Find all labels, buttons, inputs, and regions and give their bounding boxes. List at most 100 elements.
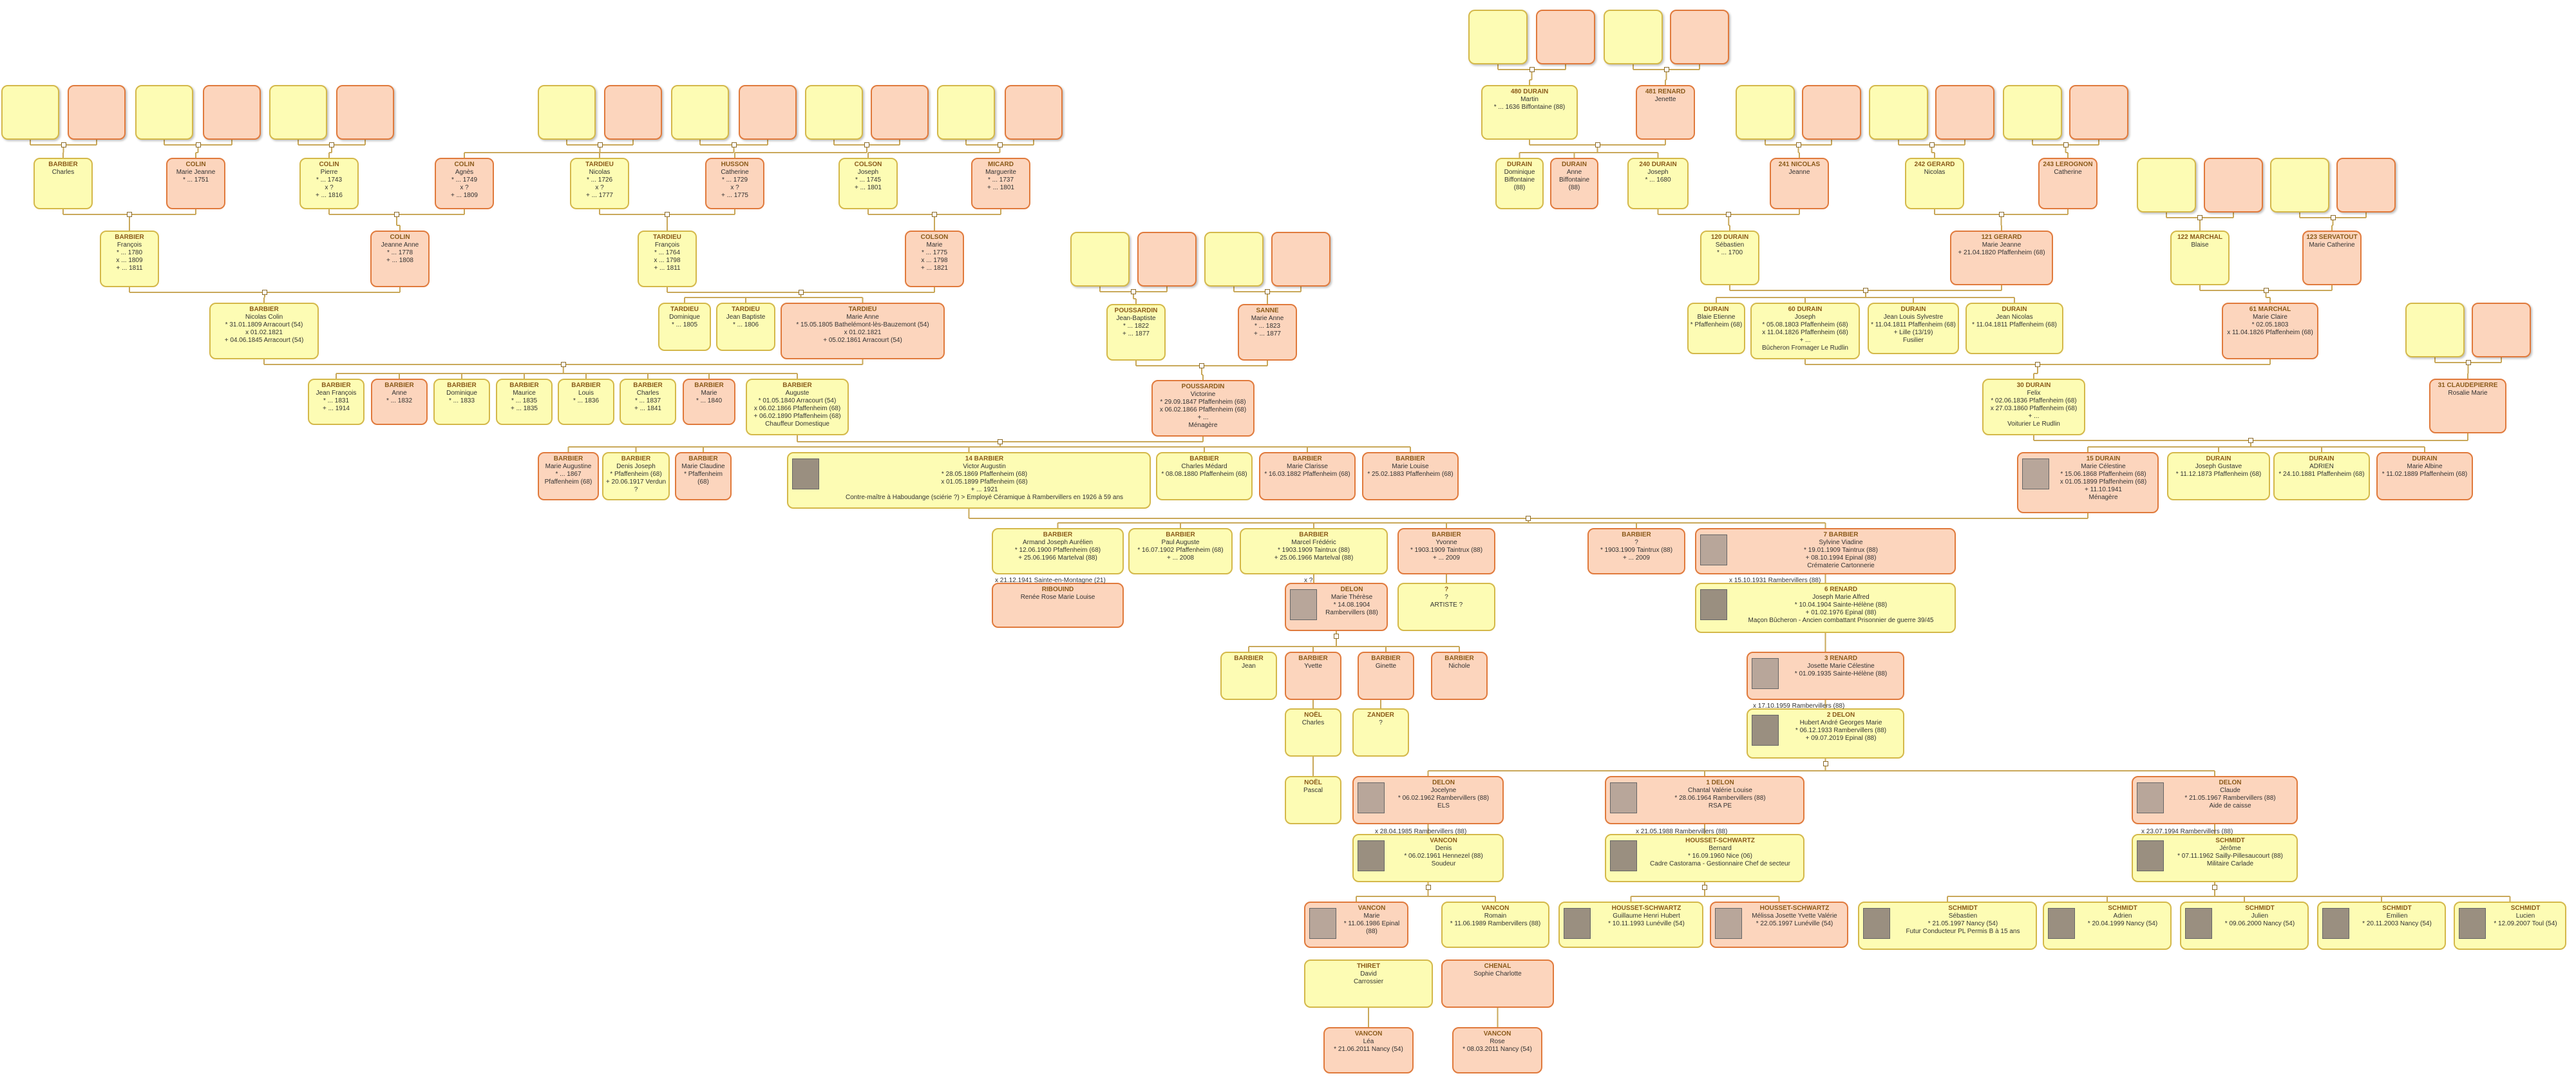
- family-node[interactable]: [2263, 288, 2269, 293]
- empty-ancestor-box[interactable]: [1670, 10, 1729, 64]
- family-node[interactable]: [1726, 212, 1732, 217]
- empty-ancestor-box[interactable]: [1005, 85, 1063, 140]
- family-node[interactable]: [932, 212, 937, 217]
- empty-ancestor-box[interactable]: [1536, 10, 1595, 64]
- family-node[interactable]: [560, 362, 566, 367]
- empty-ancestor-box[interactable]: [1935, 85, 1994, 140]
- family-node[interactable]: [798, 290, 804, 295]
- empty-ancestor-box[interactable]: [2270, 158, 2329, 213]
- family-node[interactable]: [329, 142, 334, 147]
- empty-ancestor-box[interactable]: [1736, 85, 1795, 140]
- family-node[interactable]: [1529, 67, 1535, 72]
- family-node[interactable]: [2248, 438, 2253, 443]
- person-box[interactable]: ??ARTISTE ?: [1397, 583, 1495, 631]
- family-node[interactable]: [2063, 142, 2069, 147]
- empty-ancestor-box[interactable]: [1802, 85, 1861, 140]
- family-node[interactable]: [1199, 363, 1204, 368]
- empty-ancestor-box[interactable]: [1204, 232, 1264, 287]
- empty-ancestor-box[interactable]: [2003, 85, 2062, 140]
- empty-ancestor-box[interactable]: [68, 85, 126, 140]
- family-node[interactable]: [1863, 288, 1868, 293]
- empty-ancestor-box[interactable]: [671, 85, 729, 140]
- family-node[interactable]: [1265, 289, 1270, 294]
- family-node[interactable]: [195, 142, 201, 147]
- empty-ancestor-box[interactable]: [2204, 158, 2263, 213]
- empty-ancestor-box[interactable]: [269, 85, 327, 140]
- empty-ancestor-box[interactable]: [1, 85, 59, 140]
- family-node[interactable]: [1425, 885, 1431, 890]
- family-node[interactable]: [2465, 360, 2471, 365]
- empty-ancestor-box[interactable]: [739, 85, 797, 140]
- family-node[interactable]: [1334, 634, 1339, 639]
- family-node[interactable]: [1526, 516, 1531, 521]
- family-node[interactable]: [1131, 289, 1136, 294]
- family-node[interactable]: [597, 142, 603, 147]
- empty-ancestor-box[interactable]: [135, 85, 193, 140]
- family-node[interactable]: [998, 439, 1003, 444]
- family-node[interactable]: [731, 142, 737, 147]
- family-node[interactable]: [1595, 142, 1600, 147]
- empty-ancestor-box[interactable]: [2405, 303, 2465, 357]
- family-node[interactable]: [127, 212, 132, 217]
- empty-ancestor-box[interactable]: [805, 85, 863, 140]
- family-node[interactable]: [262, 290, 267, 295]
- empty-ancestor-box[interactable]: [2336, 158, 2396, 213]
- family-node[interactable]: [2197, 215, 2202, 220]
- empty-ancestor-box[interactable]: [336, 85, 394, 140]
- empty-ancestor-box[interactable]: [604, 85, 662, 140]
